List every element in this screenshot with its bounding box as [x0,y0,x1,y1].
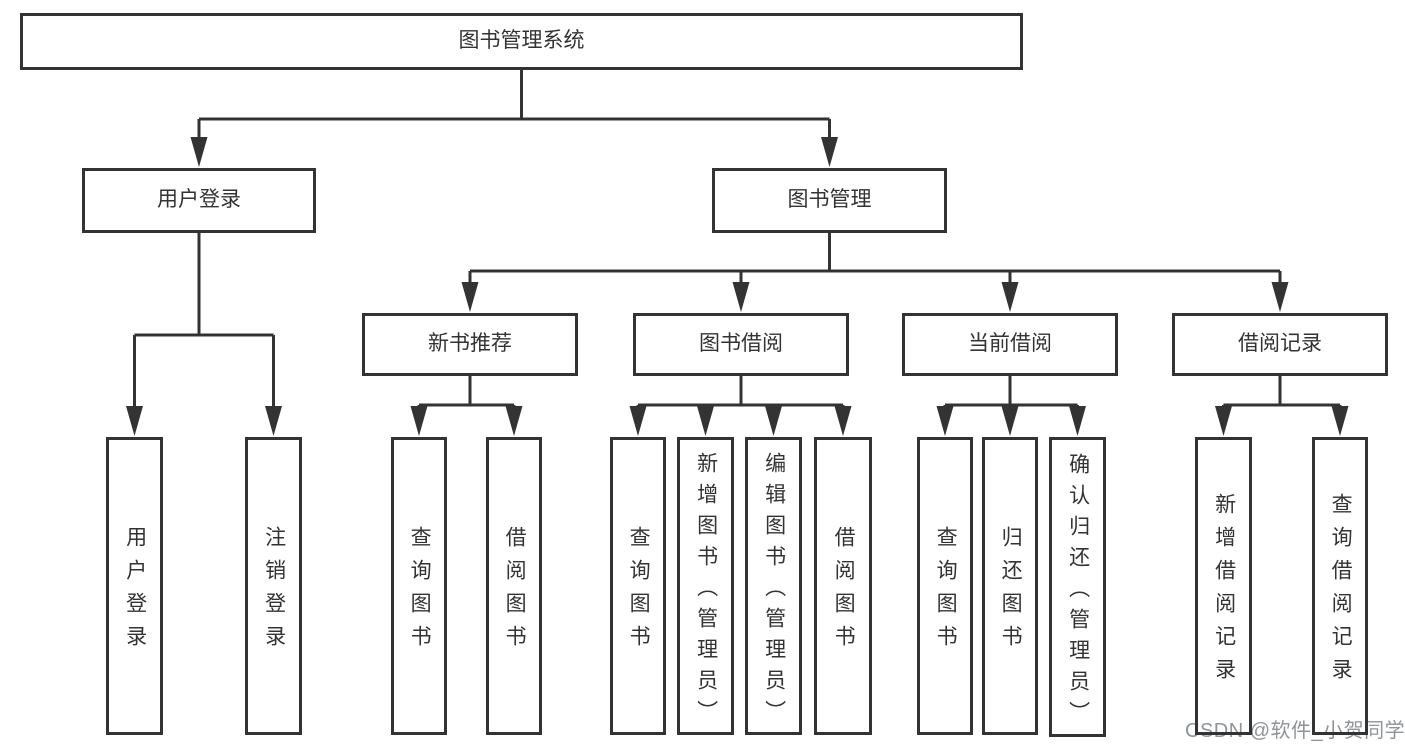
arrowhead-icon [1001,282,1019,312]
arrowhead-icon [190,137,208,167]
arrowhead-icon [1331,406,1349,436]
node-label: 编辑图书（管理员） [762,451,786,731]
node-leaf-add-book: 新增图书（管理员） [677,437,734,735]
arrowhead-icon [1001,406,1019,436]
node-borrow-records: 借阅记录 [1172,313,1388,376]
node-label: 借阅记录 [1238,332,1322,356]
arrowhead-icon [821,137,838,167]
arrowhead-icon [265,406,282,436]
node-leaf-edit-book: 编辑图书（管理员） [745,437,802,735]
node-label: 新增图书（管理员） [694,451,718,731]
csdn-watermark: CSDN @软件_小贺同学 [1185,720,1405,742]
node-label: 借阅图书 [832,526,856,658]
node-leaf-borrow-book-borrow: 借阅图书 [814,437,872,735]
node-leaf-query-book-current: 查询图书 [917,437,973,735]
node-label: 图书管理 [787,188,872,212]
node-leaf-borrow-book-new: 借阅图书 [486,437,542,735]
node-leaf-logout: 注销登录 [245,437,302,735]
arrowhead-icon [410,406,428,436]
node-leaf-query-book-new: 查询图书 [391,437,447,735]
node-user-login-group: 用户登录 [82,168,316,233]
node-leaf-query-book-borrow: 查询图书 [610,437,666,735]
arrowhead-icon [834,406,852,436]
node-leaf-add-record: 新增借阅记录 [1195,437,1252,735]
node-label: 查询图书 [934,526,958,658]
node-book-borrow: 图书借阅 [633,313,849,376]
node-leaf-return-book: 归还图书 [982,437,1038,735]
node-current-borrow: 当前借阅 [902,313,1118,376]
node-label: 图书管理系统 [458,29,585,53]
node-leaf-query-record: 查询借阅记录 [1312,437,1368,735]
node-label: 图书借阅 [699,332,783,356]
node-label: 借阅图书 [503,526,527,658]
node-new-book-rec: 新书推荐 [362,313,578,376]
arrowhead-icon [1215,406,1232,436]
node-label: 查询图书 [627,526,651,658]
arrowhead-icon [1271,282,1289,312]
node-label: 归还图书 [999,526,1023,658]
node-leaf-confirm-return: 确认归还（管理员） [1049,437,1106,737]
node-label: 用户登录 [123,526,147,658]
node-label: 用户登录 [157,188,241,212]
node-label: 当前借阅 [968,332,1052,356]
arrowhead-icon [697,406,714,436]
node-book-mgmt-group: 图书管理 [712,168,947,233]
arrowhead-icon [936,406,954,436]
node-root: 图书管理系统 [20,13,1023,70]
node-label: 新增借阅记录 [1212,493,1236,691]
node-label: 注销登录 [262,526,286,658]
arrowhead-icon [629,406,647,436]
arrowhead-icon [126,406,143,436]
node-leaf-user-login: 用户登录 [106,437,163,735]
node-label: 查询图书 [408,526,432,658]
node-label: 查询借阅记录 [1329,493,1353,691]
arrowhead-icon [1069,406,1086,436]
arrowhead-icon [765,406,782,436]
arrowhead-icon [505,406,523,436]
arrowhead-icon [732,282,750,312]
arrowhead-icon [461,282,479,312]
node-label: 新书推荐 [428,332,512,356]
node-label: 确认归还（管理员） [1066,452,1090,732]
